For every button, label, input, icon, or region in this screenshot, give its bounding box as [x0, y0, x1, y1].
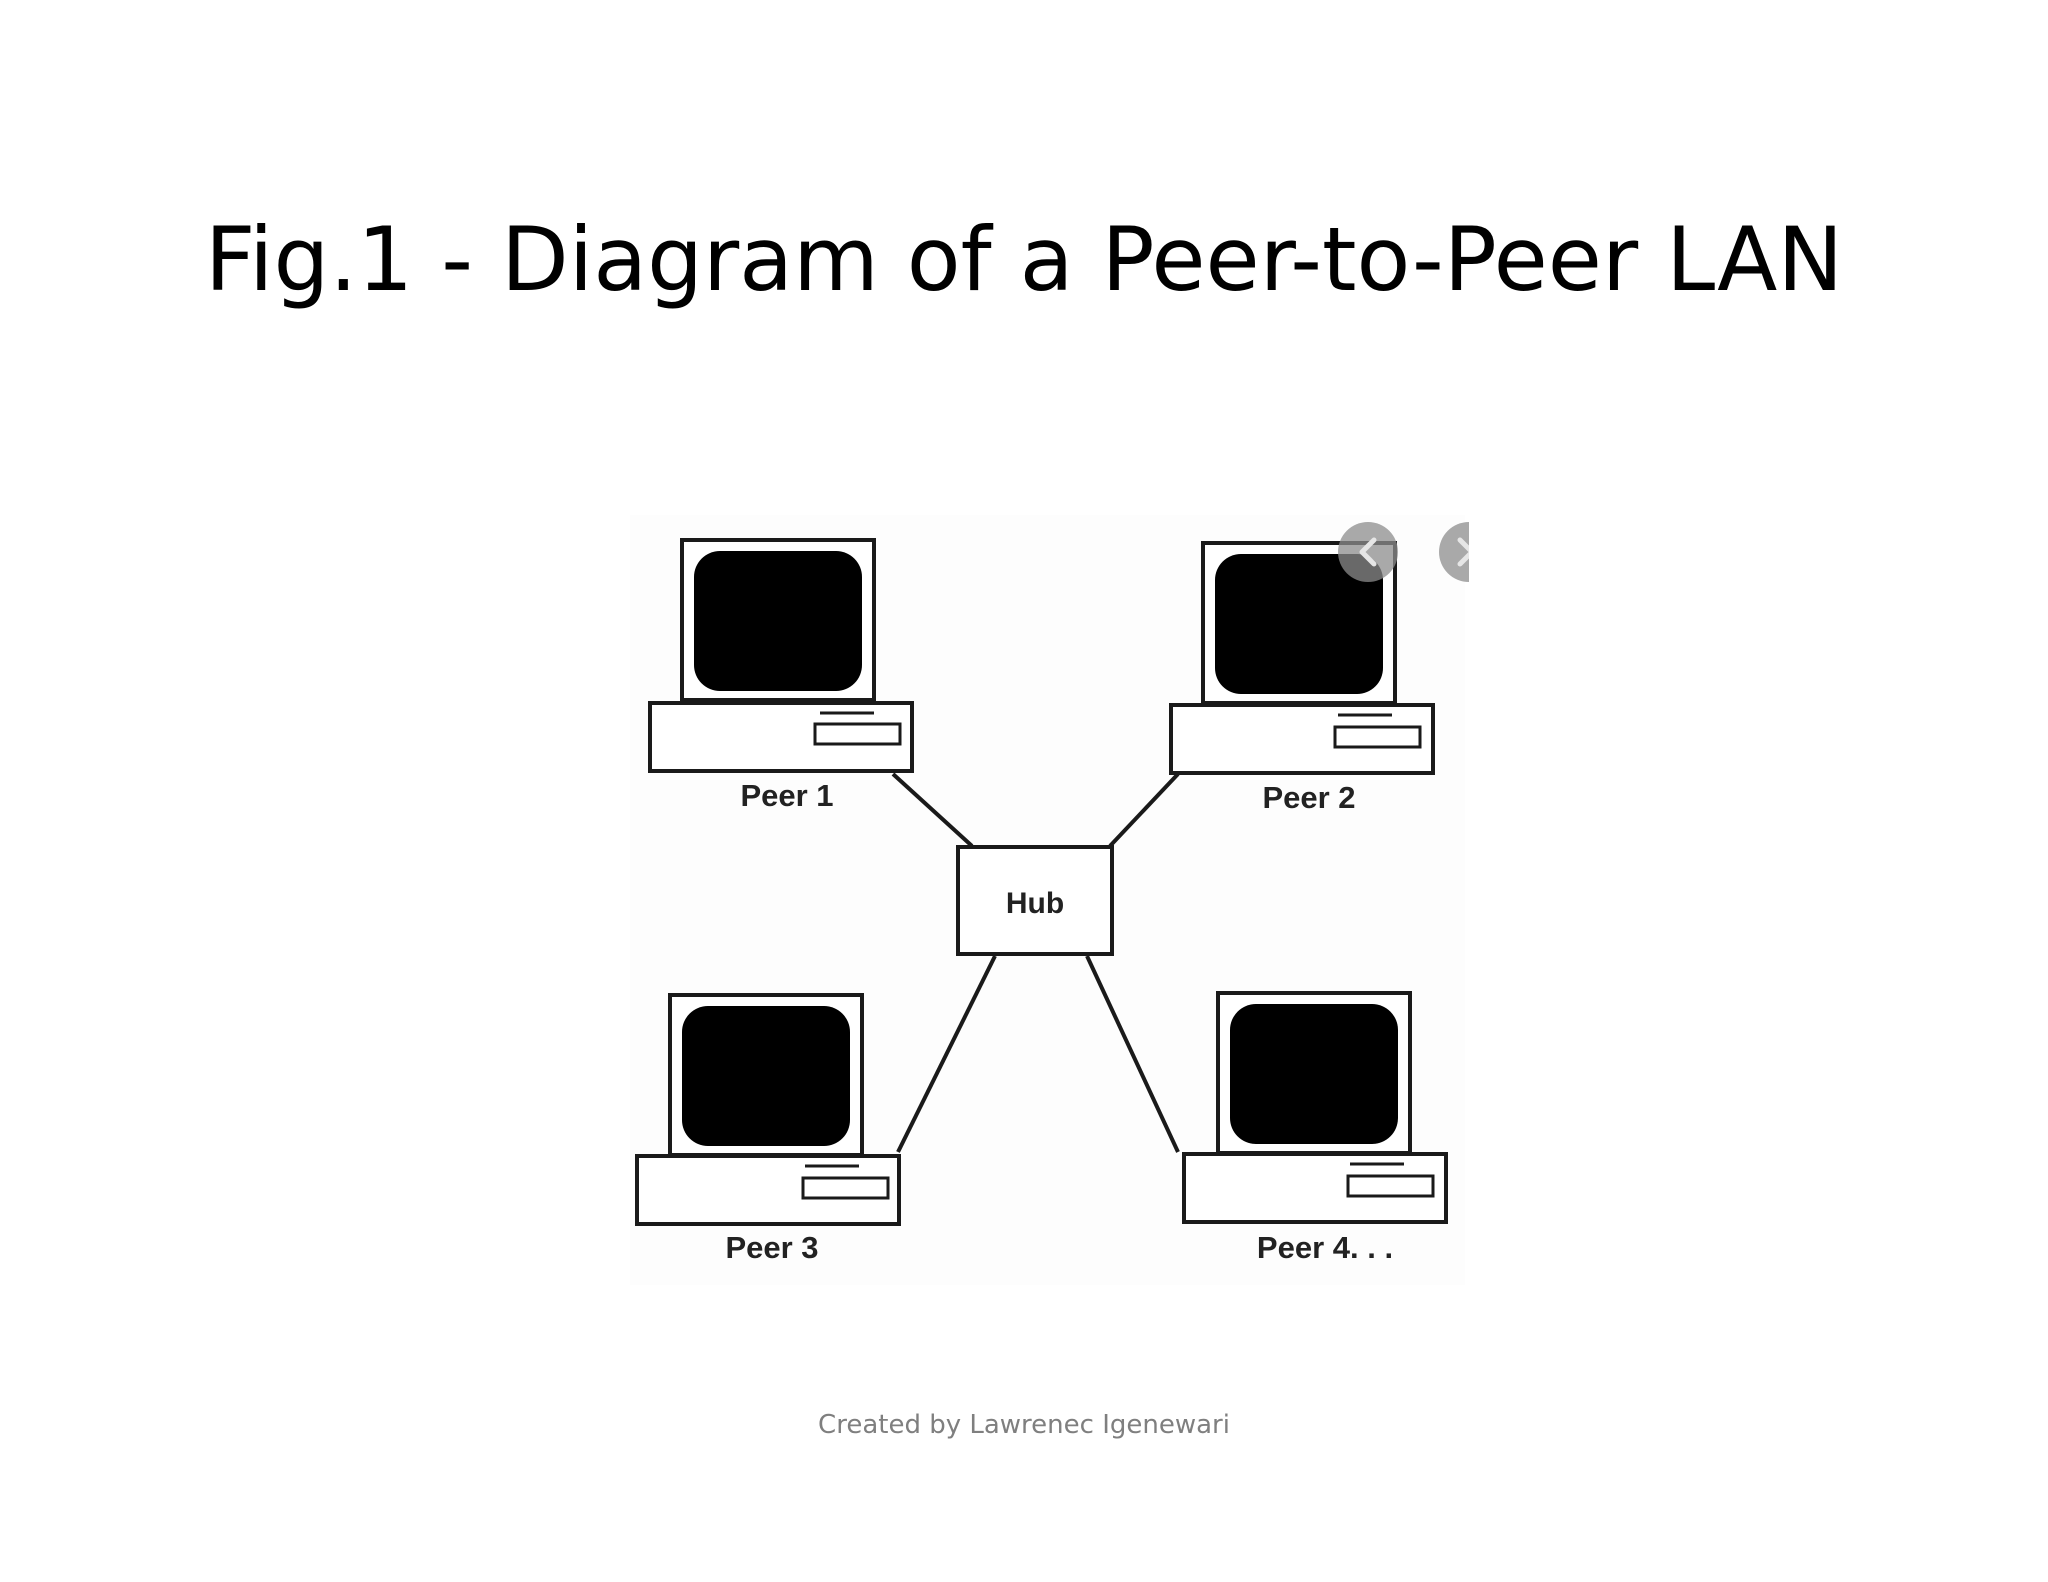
link-hub-peer-2: [1108, 772, 1180, 848]
computer-icon: [1169, 541, 1435, 775]
network-links: [891, 772, 1180, 1153]
chevron-right-icon: [1457, 537, 1469, 567]
computer-icon: [635, 993, 901, 1226]
drive-bay: [1333, 725, 1422, 749]
peer-3-label: Peer 3: [725, 1230, 818, 1265]
link-hub-peer-3: [896, 955, 997, 1153]
monitor-screen: [1230, 1004, 1398, 1144]
hub-node: Hub: [956, 845, 1114, 956]
previous-image-button[interactable]: [1338, 522, 1398, 582]
peer-1-label: Peer 1: [740, 778, 833, 813]
peer-2-node: Peer 2: [1169, 541, 1435, 815]
hub-label: Hub: [1006, 887, 1064, 920]
next-image-button[interactable]: [1439, 522, 1499, 582]
peer-4-node: Peer 4. . .: [1182, 991, 1448, 1265]
computer-icon: [1182, 991, 1448, 1224]
monitor-screen: [682, 1006, 850, 1146]
drive-bay: [1346, 1174, 1435, 1198]
drive-bay: [813, 722, 902, 746]
peer-2-label: Peer 2: [1262, 780, 1355, 815]
monitor-screen: [694, 551, 862, 691]
monitor-screen: [1215, 554, 1383, 694]
next-button-circle: [1439, 522, 1469, 582]
drive-bay: [801, 1176, 890, 1200]
peer-3-node: Peer 3: [635, 993, 901, 1265]
peer-1-node: Peer 1: [648, 538, 914, 813]
hub-box: [956, 845, 1114, 956]
link-hub-peer-1: [891, 772, 974, 848]
chevron-left-icon: [1359, 537, 1377, 567]
computer-icon: [648, 538, 914, 773]
credit-footer: Created by Lawrenec Igenewari: [818, 1410, 1230, 1440]
peer-4-label: Peer 4. . .: [1257, 1230, 1393, 1265]
link-hub-peer-4: [1085, 955, 1180, 1153]
slide-title: Fig.1 - Diagram of a Peer-to-Peer LAN: [204, 208, 1844, 311]
previous-button-circle: [1338, 522, 1398, 582]
